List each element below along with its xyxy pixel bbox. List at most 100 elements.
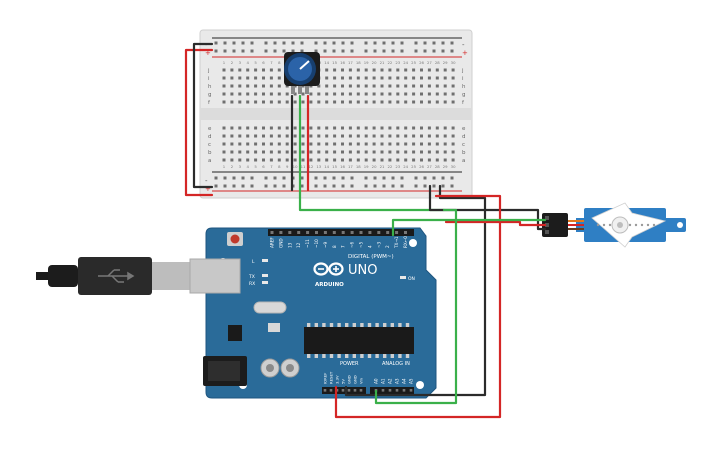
breadboard-hole[interactable]: [356, 84, 360, 88]
breadboard-rail-hole[interactable]: [450, 176, 454, 180]
breadboard-rail-hole[interactable]: [373, 184, 377, 188]
breadboard-hole[interactable]: [293, 92, 297, 96]
breadboard-hole[interactable]: [404, 92, 408, 96]
breadboard-hole[interactable]: [404, 158, 408, 162]
analog-header-pin[interactable]: [395, 389, 399, 392]
breadboard-hole[interactable]: [230, 68, 234, 72]
breadboard-hole[interactable]: [222, 158, 226, 162]
breadboard-rail-hole[interactable]: [373, 41, 377, 45]
breadboard-hole[interactable]: [443, 76, 447, 80]
breadboard-rail-hole[interactable]: [241, 184, 245, 188]
breadboard-rail-hole[interactable]: [291, 49, 295, 53]
breadboard-rail-hole[interactable]: [291, 41, 295, 45]
breadboard-hole[interactable]: [277, 100, 281, 104]
breadboard-hole[interactable]: [427, 76, 431, 80]
breadboard-hole[interactable]: [435, 100, 439, 104]
breadboard-hole[interactable]: [269, 150, 273, 154]
breadboard-hole[interactable]: [254, 68, 258, 72]
breadboard-rail-hole[interactable]: [314, 41, 318, 45]
breadboard-hole[interactable]: [356, 150, 360, 154]
breadboard-hole[interactable]: [427, 134, 431, 138]
breadboard-hole[interactable]: [325, 158, 329, 162]
breadboard-hole[interactable]: [262, 126, 265, 130]
breadboard-hole[interactable]: [254, 76, 258, 80]
breadboard-hole[interactable]: [230, 92, 234, 96]
breadboard-hole[interactable]: [380, 68, 384, 72]
breadboard-hole[interactable]: [396, 126, 400, 130]
breadboard-rail-hole[interactable]: [391, 176, 395, 180]
breadboard-hole[interactable]: [333, 126, 337, 130]
breadboard-hole[interactable]: [420, 100, 423, 104]
breadboard-rail-hole[interactable]: [400, 49, 404, 53]
breadboard-hole[interactable]: [372, 68, 376, 72]
breadboard-hole[interactable]: [301, 134, 305, 138]
breadboard-hole[interactable]: [317, 92, 321, 96]
breadboard-rail-hole[interactable]: [350, 41, 354, 45]
breadboard-rail-hole[interactable]: [332, 41, 336, 45]
breadboard-rail-hole[interactable]: [450, 184, 454, 188]
breadboard-hole[interactable]: [443, 158, 447, 162]
breadboard-hole[interactable]: [285, 100, 289, 104]
breadboard-rail-hole[interactable]: [341, 184, 345, 188]
breadboard-hole[interactable]: [404, 100, 408, 104]
breadboard-hole[interactable]: [443, 134, 447, 138]
breadboard-hole[interactable]: [412, 150, 416, 154]
breadboard-rail-hole[interactable]: [400, 176, 404, 180]
breadboard-hole[interactable]: [404, 142, 408, 146]
breadboard-hole[interactable]: [443, 150, 447, 154]
breadboard-hole[interactable]: [427, 84, 431, 88]
wire-green-pot-wiper[interactable]: [298, 94, 446, 212]
power-header-pin[interactable]: [359, 389, 363, 392]
wire-red-servo-power[interactable]: [444, 220, 547, 227]
breadboard-hole[interactable]: [285, 134, 289, 138]
breadboard-hole[interactable]: [443, 142, 447, 146]
digital-header-pin[interactable]: [368, 231, 372, 234]
breadboard-rail-hole[interactable]: [232, 176, 236, 180]
breadboard-hole[interactable]: [451, 84, 455, 88]
breadboard-hole[interactable]: [451, 76, 455, 80]
breadboard-hole[interactable]: [325, 100, 329, 104]
breadboard-hole[interactable]: [412, 100, 416, 104]
breadboard-rail-hole[interactable]: [450, 41, 454, 45]
breadboard-hole[interactable]: [238, 76, 242, 80]
breadboard-hole[interactable]: [230, 100, 234, 104]
breadboard-hole[interactable]: [293, 158, 297, 162]
breadboard-rail-hole[interactable]: [391, 41, 395, 45]
digital-header-pin[interactable]: [377, 231, 381, 234]
breadboard-hole[interactable]: [341, 150, 344, 154]
breadboard-rail-hole[interactable]: [250, 184, 254, 188]
breadboard-hole[interactable]: [285, 150, 289, 154]
breadboard-hole[interactable]: [238, 68, 242, 72]
digital-header-pin[interactable]: [341, 231, 345, 234]
breadboard-hole[interactable]: [301, 126, 305, 130]
breadboard-hole[interactable]: [388, 150, 392, 154]
breadboard-hole[interactable]: [380, 126, 384, 130]
breadboard-hole[interactable]: [317, 100, 321, 104]
breadboard-hole[interactable]: [420, 84, 423, 88]
breadboard-hole[interactable]: [325, 92, 329, 96]
breadboard-hole[interactable]: [435, 92, 439, 96]
breadboard-hole[interactable]: [254, 100, 258, 104]
breadboard-rail-hole[interactable]: [300, 49, 304, 53]
breadboard-hole[interactable]: [269, 126, 273, 130]
breadboard-hole[interactable]: [435, 126, 439, 130]
breadboard-hole[interactable]: [309, 142, 313, 146]
breadboard-hole[interactable]: [404, 76, 408, 80]
breadboard-hole[interactable]: [238, 84, 242, 88]
breadboard-hole[interactable]: [388, 76, 392, 80]
breadboard-hole[interactable]: [388, 68, 392, 72]
breadboard-hole[interactable]: [372, 150, 376, 154]
breadboard-rail-hole[interactable]: [400, 41, 404, 45]
breadboard-hole[interactable]: [388, 92, 392, 96]
breadboard-hole[interactable]: [372, 126, 376, 130]
breadboard-hole[interactable]: [420, 150, 423, 154]
breadboard-rail-hole[interactable]: [382, 41, 386, 45]
power-header-pin[interactable]: [329, 389, 333, 392]
wire-black-servo-ground[interactable]: [428, 184, 547, 231]
breadboard-rail-hole[interactable]: [350, 176, 354, 180]
breadboard-hole[interactable]: [293, 134, 297, 138]
breadboard-rail-hole[interactable]: [332, 176, 336, 180]
breadboard-hole[interactable]: [230, 76, 234, 80]
breadboard-rail-hole[interactable]: [350, 184, 354, 188]
